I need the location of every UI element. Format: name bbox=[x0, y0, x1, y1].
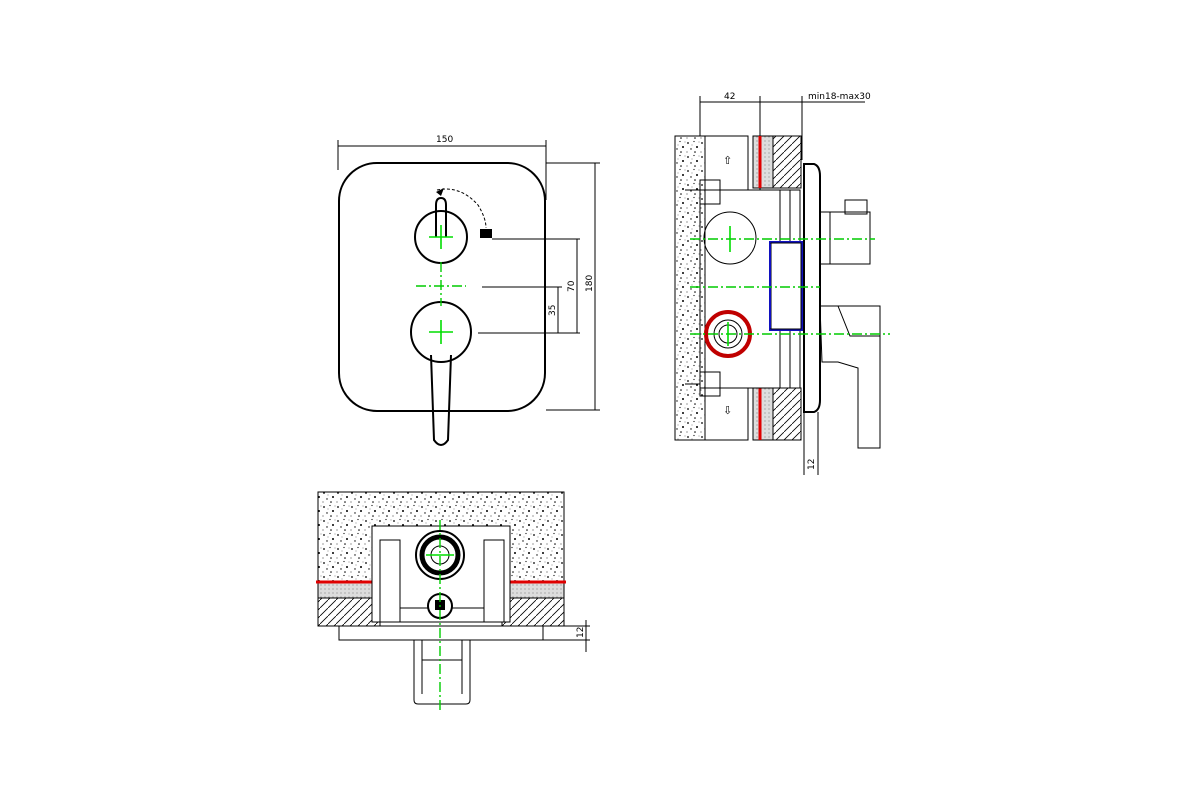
cover-plate-bottom bbox=[338, 625, 544, 641]
tile-adhesive-top bbox=[752, 135, 774, 189]
tile-bottom bbox=[772, 387, 802, 441]
diverter-lever bbox=[435, 196, 447, 237]
rotation-arrow-start bbox=[436, 188, 444, 196]
bottom-view: 12 bbox=[316, 491, 590, 710]
dim-180-label: 180 bbox=[585, 275, 595, 292]
flow-arrow-down: ⇩ bbox=[723, 404, 732, 417]
width-label: 150 bbox=[436, 135, 453, 145]
tile-left bbox=[317, 597, 381, 627]
mixer-handle-bevel bbox=[837, 305, 880, 337]
diverter-knob-side bbox=[819, 211, 871, 265]
mixer-handle-side bbox=[819, 305, 881, 449]
front-view: 150 35 70 180 bbox=[337, 135, 600, 446]
diverter-position-mark bbox=[480, 229, 492, 238]
side-view: 42 min18-max30 ⇧ ⇩ bbox=[674, 92, 890, 475]
tile-right bbox=[501, 597, 565, 627]
cartridge-upper bbox=[703, 211, 757, 265]
cover-plate-side bbox=[803, 163, 821, 413]
flow-arrow-up: ⇧ bbox=[723, 154, 732, 167]
knob-bottom bbox=[413, 640, 471, 705]
rotation-arc bbox=[436, 188, 487, 229]
plate-thickness-label: 12 bbox=[807, 459, 817, 470]
mixer-handle bbox=[430, 354, 452, 446]
cover-range-label: min18-max30 bbox=[808, 92, 871, 102]
tile-adhesive-bottom bbox=[752, 387, 774, 441]
plate-thickness-label-bottom: 12 bbox=[576, 627, 586, 638]
dim-70-label: 70 bbox=[567, 280, 577, 292]
depth-label: 42 bbox=[724, 92, 735, 102]
diverter-lever-side bbox=[844, 199, 868, 215]
dim-35-label: 35 bbox=[548, 305, 558, 316]
knob-collar bbox=[421, 639, 463, 661]
cartridge-ring bbox=[419, 534, 461, 576]
mounting-frame-fill bbox=[770, 242, 802, 330]
body-leg-right bbox=[483, 539, 505, 623]
body-leg-left bbox=[379, 539, 401, 623]
mount-bracket-top bbox=[699, 179, 721, 205]
tile-top bbox=[772, 135, 802, 189]
